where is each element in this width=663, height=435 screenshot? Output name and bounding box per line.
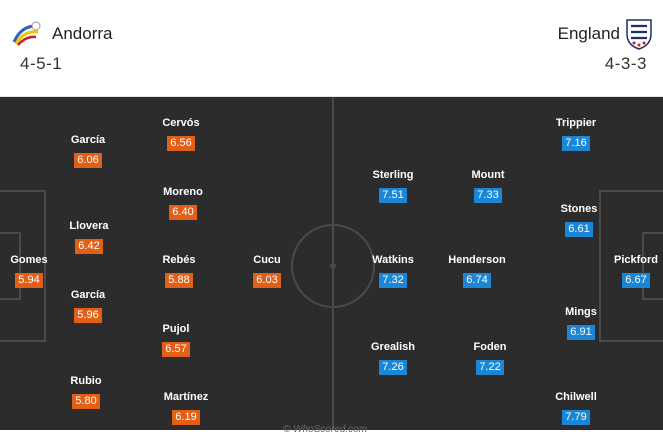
player-name: García [70,289,106,301]
player-name: Martínez [163,391,209,403]
player-rating: 7.51 [379,188,407,203]
home-player[interactable]: García 6.06 [48,134,128,168]
player-name: Watkins [372,254,414,266]
home-player[interactable]: Llovera 6.42 [49,220,129,254]
away-player[interactable]: Grealish 7.26 [353,341,433,375]
pitch: Gomes 5.94 García 6.06 Llovera 6.42 Garc… [0,97,663,430]
player-rating: 7.79 [562,410,590,425]
player-name: Chilwell [555,391,597,403]
away-player[interactable]: Mings 6.91 [541,306,621,340]
home-player[interactable]: García 5.96 [48,289,128,323]
player-rating: 7.16 [562,136,590,151]
player-rating: 6.42 [75,239,103,254]
home-player[interactable]: Cucu 6.03 [227,254,307,288]
player-name: Pujol [162,323,190,335]
home-player[interactable]: Moreno 6.40 [143,186,223,220]
player-rating: 7.26 [379,360,407,375]
player-rating: 6.06 [74,153,102,168]
player-name: Foden [473,341,507,353]
player-rating: 5.96 [74,308,102,323]
player-name: Sterling [372,169,414,181]
player-rating: 7.33 [474,188,502,203]
player-name: Rubio [70,375,102,387]
match-header: Andorra 4-5-1 England 4-3-3 [0,0,663,97]
player-name: García [70,134,106,146]
player-name: Cucu [253,254,281,266]
player-rating: 6.67 [622,273,650,288]
away-formation: 4-3-3 [604,54,647,73]
player-name: Stones [560,203,598,215]
home-player[interactable]: Gomes 5.94 [0,254,69,288]
away-player[interactable]: Pickford 6.67 [596,254,663,288]
away-team-name[interactable]: England [557,24,620,43]
away-player[interactable]: Henderson 6.74 [437,254,517,288]
away-player[interactable]: Chilwell 7.79 [536,391,616,425]
home-player[interactable]: Rubio 5.80 [46,375,126,409]
home-player[interactable]: Martínez 6.19 [146,391,226,425]
player-rating: 6.91 [567,325,595,340]
player-name: Cervós [162,117,200,129]
player-name: Trippier [555,117,597,129]
player-rating: 5.88 [165,273,193,288]
player-name: Mings [565,306,597,318]
home-team-name[interactable]: Andorra [52,24,113,43]
away-player[interactable]: Sterling 7.51 [353,169,433,203]
andorra-logo-icon [12,20,44,51]
player-name: Llovera [69,220,109,232]
player-rating: 6.03 [253,273,281,288]
away-player[interactable]: Stones 6.61 [539,203,619,237]
player-name: Moreno [163,186,203,198]
home-player[interactable]: Rebés 5.88 [139,254,219,288]
away-player[interactable]: Watkins 7.32 [353,254,433,288]
player-rating: 6.40 [169,205,197,220]
player-rating: 6.56 [167,136,195,151]
player-rating: 6.19 [172,410,200,425]
player-name: Mount [471,169,505,181]
player-name: Rebés [162,254,196,266]
player-name: Grealish [370,341,416,353]
pitch-markings [0,97,663,430]
player-rating: 6.61 [565,222,593,237]
player-name: Gomes [10,254,48,266]
player-rating: 7.22 [476,360,504,375]
player-rating: 7.32 [379,273,407,288]
away-player[interactable]: Foden 7.22 [450,341,530,375]
player-name: Henderson [448,254,506,266]
home-formation: 4-5-1 [20,54,63,73]
player-name: Pickford [613,254,658,266]
player-rating: 6.57 [162,342,190,357]
away-player[interactable]: Trippier 7.16 [536,117,616,151]
player-rating: 5.80 [72,394,100,409]
player-rating: 6.74 [463,273,491,288]
player-rating: 5.94 [15,273,43,288]
home-player[interactable]: Cervós 6.56 [141,117,221,151]
away-player[interactable]: Mount 7.33 [448,169,528,203]
home-player[interactable]: Pujol 6.57 [136,323,216,357]
england-crest-icon [626,18,652,55]
